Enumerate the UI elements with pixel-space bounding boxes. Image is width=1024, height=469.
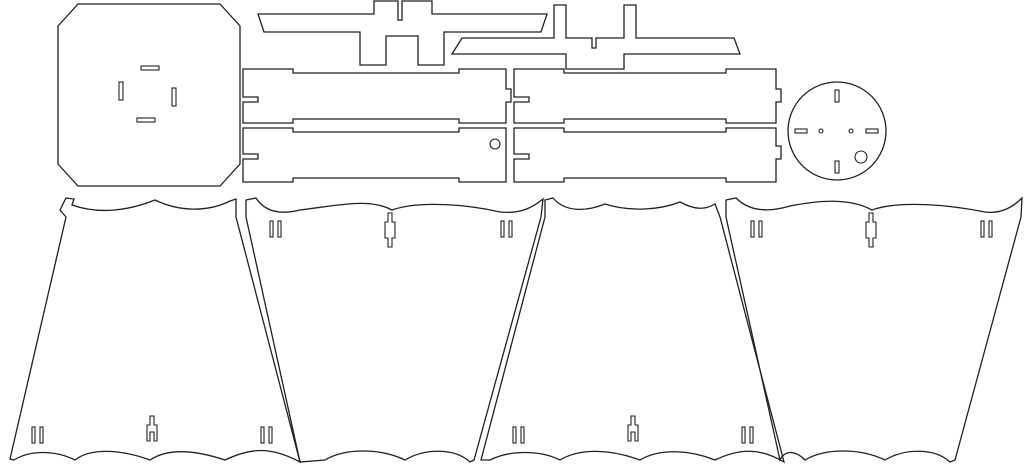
side-panel-4 xyxy=(725,196,1023,463)
side-panel-3-slot xyxy=(520,426,525,444)
side-panel-3-outline xyxy=(480,197,786,464)
side-panel-1-center-tab xyxy=(146,415,158,442)
side-panel-2-outline xyxy=(245,197,544,463)
side-panel-2-slot xyxy=(508,220,513,238)
slat-bottom-right-outline xyxy=(513,127,782,183)
crossbar-right-outline xyxy=(450,4,741,70)
octagon-slot-left xyxy=(118,81,124,101)
side-panel-2-slot xyxy=(500,220,505,238)
side-panel-4-slot xyxy=(988,220,993,238)
octagon-slot-bottom xyxy=(136,117,156,123)
disc-hole-small-right xyxy=(848,128,854,134)
slat-top-right xyxy=(513,68,782,124)
slat-top-right-outline xyxy=(513,68,782,124)
slat-bottom-left xyxy=(242,127,507,183)
side-panel-3-slot xyxy=(512,426,517,444)
octagon-outline xyxy=(57,3,241,187)
side-panel-4-outline xyxy=(725,196,1023,463)
side-panel-4-slot xyxy=(758,220,763,238)
slat-bottom-right xyxy=(513,127,782,183)
side-panel-2-slot xyxy=(277,220,282,238)
side-panel-1-slot xyxy=(39,426,44,444)
slat-hole xyxy=(489,138,501,150)
side-panel-3-center-tab xyxy=(627,415,639,442)
side-panel-4-slot xyxy=(750,220,755,238)
octagon-slot-right xyxy=(171,87,177,107)
crossbar-right xyxy=(450,4,741,70)
crossbar-left xyxy=(257,0,548,66)
disc-hole-large xyxy=(854,150,868,164)
side-panel-2 xyxy=(245,197,544,463)
side-panel-1-slot xyxy=(260,426,265,444)
side-panel-1-slot xyxy=(268,426,273,444)
octagon-base-plate xyxy=(57,3,241,187)
slat-bottom-left-outline xyxy=(242,127,507,183)
side-panel-1-outline xyxy=(9,197,302,464)
side-panel-2-slot xyxy=(269,220,274,238)
side-panel-3-slot xyxy=(749,426,754,444)
side-panel-4-slot xyxy=(980,220,985,238)
disc-hole-small-left xyxy=(818,128,824,134)
slat-top-left-outline xyxy=(242,68,512,124)
disc-slot-right xyxy=(865,128,879,134)
side-panel-4-center-tab xyxy=(865,212,877,248)
side-panel-1 xyxy=(9,197,302,464)
disc-outline xyxy=(787,81,887,181)
disc-slot-top xyxy=(834,89,840,103)
side-panel-3 xyxy=(480,197,786,464)
disc-slot-bottom xyxy=(834,160,840,174)
slat-top-left xyxy=(242,68,512,124)
octagon-slot-top xyxy=(140,65,160,71)
side-panel-1-slot xyxy=(31,426,36,444)
crossbar-left-outline xyxy=(257,0,548,66)
side-panel-2-center-tab xyxy=(384,212,396,248)
side-panel-3-slot xyxy=(741,426,746,444)
round-disc xyxy=(787,81,887,181)
disc-slot-left xyxy=(794,128,808,134)
